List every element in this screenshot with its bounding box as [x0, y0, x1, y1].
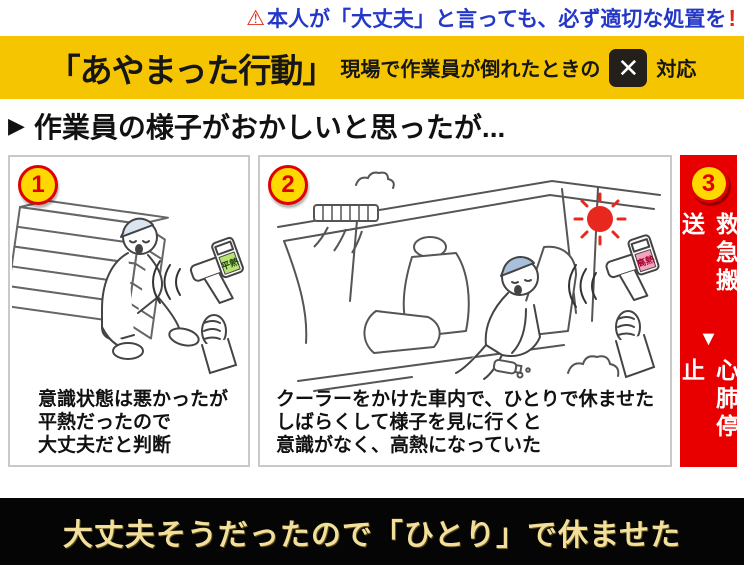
section-heading-text: 作業員の様子がおかしいと思ったが...	[33, 112, 506, 143]
panel-1: 1	[8, 155, 250, 467]
caption-line: 大丈夫だと判断	[38, 435, 172, 456]
ir-thermometer-icon: 平熱	[189, 236, 244, 304]
top-warning-strip: ⚠ 本人が「大丈夫」と言っても、必ず適切な処置を !	[0, 0, 744, 36]
holding-hand	[615, 310, 656, 379]
bottom-summary-text: 大丈夫そうだったので「ひとり」で休ませた	[62, 518, 682, 552]
caption-line: しばらくして様子を見に行くと	[276, 412, 542, 433]
car-seats	[363, 236, 577, 354]
water-bottle-icon	[492, 358, 531, 379]
panel-1-number-badge: 1	[18, 165, 58, 205]
caption-line: クーラーをかけた車内で、ひとりで休ませた	[276, 389, 655, 410]
cardiac-arrest-label: 心肺停止	[678, 358, 739, 443]
caption-line: 意識状態は悪かったが	[38, 389, 229, 410]
ac-vent-icon	[313, 204, 379, 254]
panel-2: 2	[258, 155, 672, 467]
bush-outline	[355, 171, 620, 377]
x-mark-box: ✕	[609, 48, 648, 87]
down-arrow-icon: ▼	[698, 328, 719, 351]
collapsed-worker-figure	[101, 217, 200, 360]
signal-waves-icon	[568, 264, 597, 308]
warning-triangle-icon: ⚠	[246, 6, 266, 30]
signal-waves-icon	[152, 260, 181, 304]
ir-thermometer-icon: 高熱	[605, 234, 660, 302]
outcome-number-badge: 3	[688, 164, 729, 204]
warning-exclamation: !	[728, 4, 736, 31]
emergency-outcome-bar: 3 救急搬送 ▼ 心肺停止	[679, 155, 739, 467]
lumber-stack-icon	[12, 199, 169, 340]
thermometer-display-text: 高熱	[635, 253, 656, 269]
lumber-worker-illustration: 平熱	[12, 199, 244, 375]
emergency-transport-label: 救急搬送	[678, 212, 739, 297]
warning-text: 本人が「大丈夫」と言っても、必ず適切な処置を	[267, 8, 727, 31]
section-heading: ▶ 作業員の様子がおかしいと思ったが...	[8, 106, 505, 146]
pointer-arrow-icon: ▶	[8, 113, 25, 138]
x-mark-icon: ✕	[617, 52, 640, 83]
sun-icon	[573, 192, 627, 246]
bottom-summary-bar: 大丈夫そうだったので「ひとり」で休ませた	[0, 498, 744, 565]
panel-1-caption: 意識状態は悪かったが 平熱だったので 大丈夫だと判断	[38, 388, 228, 457]
header-title: 「あやまった行動」	[47, 51, 336, 89]
header-bar: 「あやまった行動」 現場で作業員が倒れたときの ✕ 対応	[0, 36, 744, 99]
caption-line: 意識がなく、高熱になっていた	[276, 435, 542, 456]
panel-2-caption: クーラーをかけた車内で、ひとりで休ませた しばらくして様子を見に行くと 意識がな…	[276, 388, 654, 457]
car-interior-illustration: 高熱	[277, 171, 661, 392]
header-suffix: 対応	[656, 59, 697, 81]
panel-2-number-badge: 2	[268, 165, 308, 205]
unconscious-worker-figure	[455, 256, 541, 380]
header-subtitle: 現場で作業員が倒れたときの	[340, 59, 601, 81]
caption-line: 平熱だったので	[38, 412, 172, 433]
holding-hand	[201, 314, 238, 375]
